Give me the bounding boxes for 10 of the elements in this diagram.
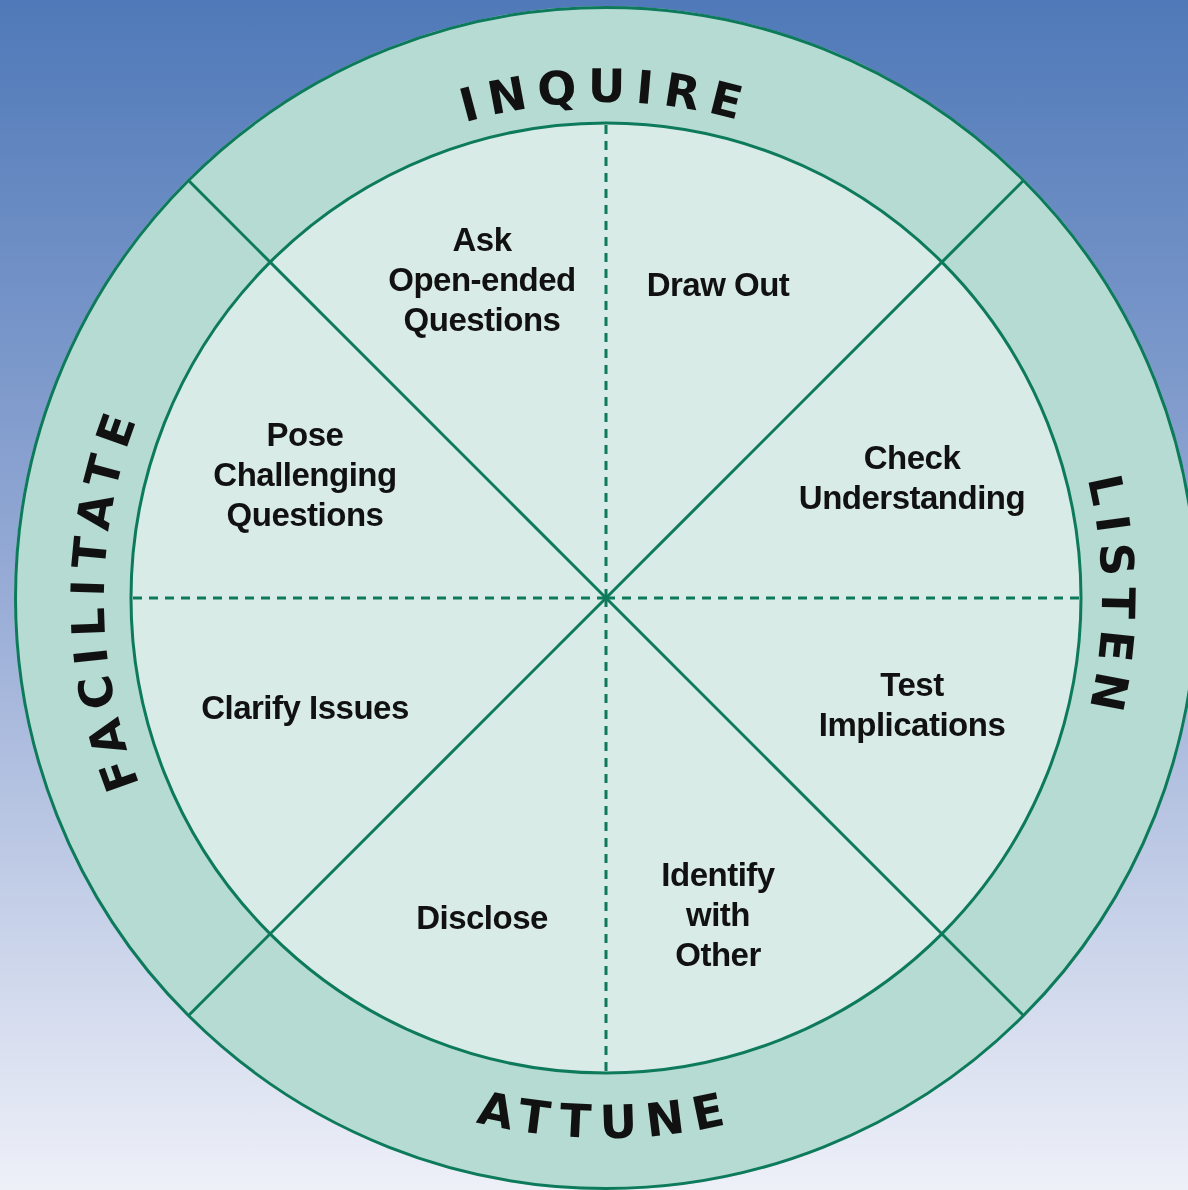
sector-label: Disclose bbox=[416, 897, 548, 938]
ring-label: ATTUNE bbox=[473, 1080, 739, 1150]
sector-label: Ask Open-ended Questions bbox=[387, 219, 577, 341]
sector-label: Clarify Issues bbox=[201, 687, 409, 728]
sector-label: Pose Challenging Questions bbox=[212, 414, 398, 536]
ring-label: INQUIRE bbox=[453, 58, 758, 133]
sector-label: Check Understanding bbox=[797, 437, 1027, 518]
sector-label: Test Implications bbox=[817, 664, 1007, 745]
sector-label: Identify with Other bbox=[660, 854, 776, 976]
sector-label: Draw Out bbox=[646, 264, 790, 305]
